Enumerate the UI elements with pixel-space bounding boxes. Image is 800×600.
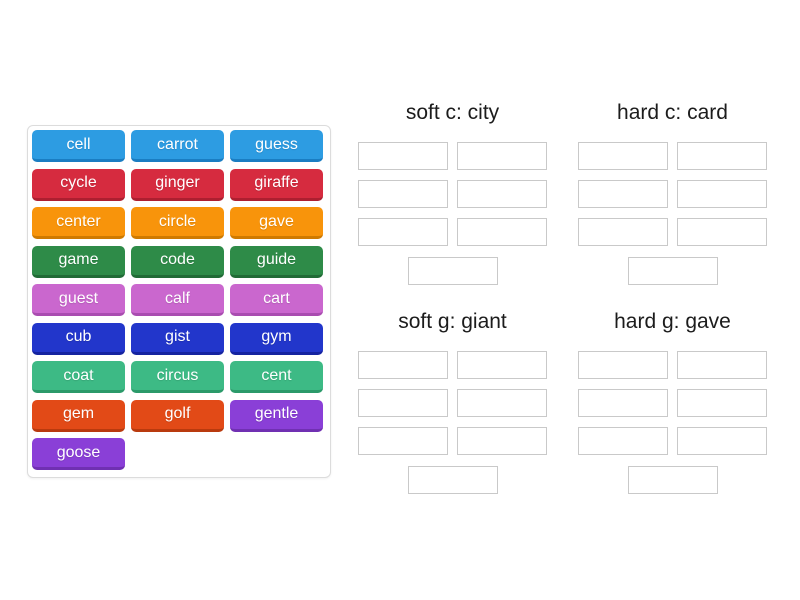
word-tile[interactable]: golf <box>131 399 224 432</box>
group-title-soft-g: soft g: giant <box>398 310 507 333</box>
drop-slot[interactable] <box>457 218 547 246</box>
drop-slot[interactable] <box>457 142 547 170</box>
word-tile[interactable]: gentle <box>230 399 323 432</box>
word-tile[interactable]: center <box>32 207 125 239</box>
drop-slot[interactable] <box>358 351 448 379</box>
drop-slot[interactable] <box>578 218 668 246</box>
drop-slot[interactable] <box>457 351 547 379</box>
drop-slot[interactable] <box>578 427 668 455</box>
word-tile[interactable]: ginger <box>131 168 224 201</box>
word-tile[interactable]: gave <box>230 207 323 239</box>
group-soft-g: soft g: giant <box>358 309 547 494</box>
word-tile[interactable]: cub <box>32 322 125 355</box>
drop-slot[interactable] <box>677 218 767 246</box>
word-tile[interactable]: cell <box>32 130 125 162</box>
drop-slot[interactable] <box>407 466 498 494</box>
slot-grid-hard-g <box>578 351 767 455</box>
group-title-hard-g: hard g: gave <box>614 310 731 333</box>
drop-slot[interactable] <box>358 142 448 170</box>
drop-slot[interactable] <box>578 142 668 170</box>
group-soft-c: soft c: city <box>358 100 547 285</box>
drop-slot[interactable] <box>677 351 767 379</box>
drop-slot[interactable] <box>677 389 767 417</box>
word-tile[interactable]: carrot <box>131 130 224 162</box>
word-tile[interactable]: guest <box>32 284 125 316</box>
bottom-slot-row-hard-g <box>578 466 767 494</box>
word-tile[interactable]: cycle <box>32 168 125 201</box>
word-tile[interactable]: guess <box>230 130 323 162</box>
drop-slot[interactable] <box>627 257 718 285</box>
group-hard-c: hard c: card <box>578 100 767 285</box>
group-hard-g: hard g: gave <box>578 309 767 494</box>
drop-slot[interactable] <box>358 389 448 417</box>
drop-slot[interactable] <box>578 180 668 208</box>
drop-slot[interactable] <box>627 466 718 494</box>
bottom-slot-row-soft-c <box>358 257 547 285</box>
drop-slot[interactable] <box>457 427 547 455</box>
word-tile[interactable]: game <box>32 245 125 278</box>
word-tile[interactable]: code <box>131 245 224 278</box>
bottom-slot-row-hard-c <box>578 257 767 285</box>
slot-grid-hard-c <box>578 142 767 246</box>
word-tile[interactable]: goose <box>32 438 125 470</box>
word-tile[interactable]: gist <box>131 322 224 355</box>
slot-grid-soft-g <box>358 351 547 455</box>
word-tile[interactable]: giraffe <box>230 168 323 201</box>
word-tile[interactable]: guide <box>230 245 323 278</box>
drop-slot[interactable] <box>677 427 767 455</box>
word-tile[interactable]: calf <box>131 284 224 316</box>
drop-slot[interactable] <box>457 389 547 417</box>
word-tile[interactable]: cart <box>230 284 323 316</box>
drop-slot[interactable] <box>358 180 448 208</box>
bottom-slot-row-soft-g <box>358 466 547 494</box>
drop-slot[interactable] <box>457 180 547 208</box>
word-tile[interactable]: gym <box>230 322 323 355</box>
word-tile[interactable]: gem <box>32 399 125 432</box>
drop-slot[interactable] <box>578 351 668 379</box>
drop-slot[interactable] <box>677 180 767 208</box>
drop-slot[interactable] <box>358 427 448 455</box>
drop-slot[interactable] <box>358 218 448 246</box>
drop-slot[interactable] <box>677 142 767 170</box>
group-title-hard-c: hard c: card <box>617 101 728 124</box>
word-tile[interactable]: circus <box>131 361 224 393</box>
slot-grid-soft-c <box>358 142 547 246</box>
drop-slot[interactable] <box>407 257 498 285</box>
drop-slot[interactable] <box>578 389 668 417</box>
word-tile[interactable]: circle <box>131 207 224 239</box>
word-tile[interactable]: cent <box>230 361 323 393</box>
group-title-soft-c: soft c: city <box>405 101 500 124</box>
word-tile[interactable]: coat <box>32 361 125 393</box>
